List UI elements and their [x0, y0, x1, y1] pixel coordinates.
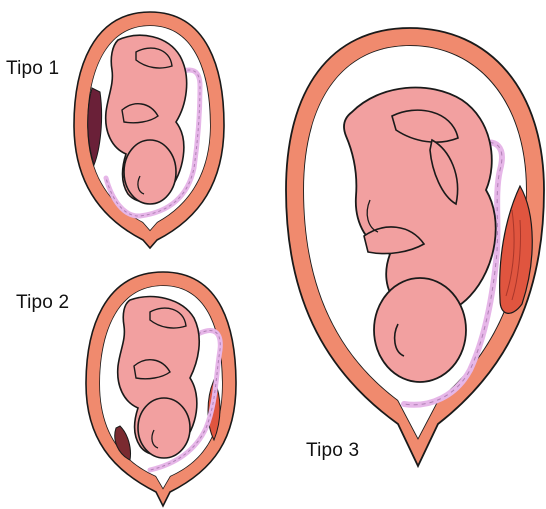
fetus-head-tipo-1 — [124, 140, 176, 204]
label-tipo-3: Tipo 3 — [306, 440, 359, 462]
uterus-tipo-3 — [286, 28, 544, 466]
label-tipo-1: Tipo 1 — [6, 58, 59, 80]
uterus-tipo-2 — [86, 272, 236, 506]
uterus-tipo-1 — [74, 12, 224, 248]
fetus-head-tipo-3 — [374, 278, 466, 382]
fetus-head-tipo-2 — [138, 398, 190, 458]
label-tipo-2: Tipo 2 — [16, 292, 69, 314]
